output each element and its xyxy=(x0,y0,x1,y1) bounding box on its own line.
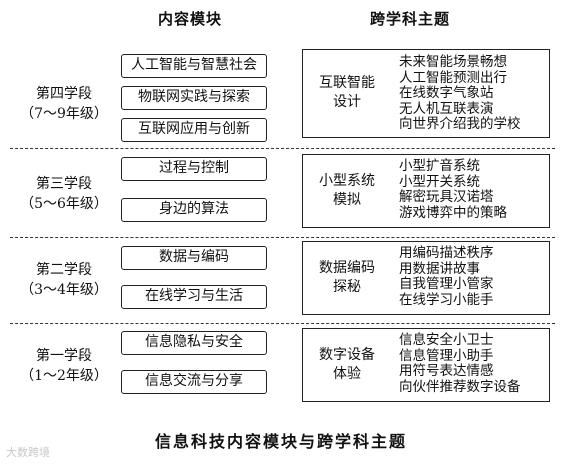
theme-name: 互联智能 设计 xyxy=(303,74,391,112)
module-box: 信息隐私与安全 xyxy=(121,331,267,355)
theme-name-line: 互联智能 xyxy=(319,75,375,91)
stage-divider xyxy=(10,323,555,324)
theme-name: 数据编码 探秘 xyxy=(303,259,391,297)
module-box: 人工智能与智慧社会 xyxy=(121,54,267,78)
topic-item: 自我管理小管家 xyxy=(399,276,494,292)
topic-item: 人工智能预测出行 xyxy=(399,69,507,86)
stage-name: 第三学段 xyxy=(36,176,92,192)
topic-list: 用编码描述秩序 用数据讲故事 自我管理小管家 在线学习小能手 xyxy=(399,245,494,308)
module-box: 信息交流与分享 xyxy=(121,370,267,394)
stage-divider xyxy=(10,237,555,238)
stage-grades: （1～2年级） xyxy=(20,368,108,384)
header-content-modules: 内容模块 xyxy=(158,10,223,28)
module-box: 过程与控制 xyxy=(121,157,267,181)
topic-item: 解密玩具汉诺塔 xyxy=(399,189,494,205)
stage-grades: （3～4年级） xyxy=(20,282,108,298)
figure-caption: 信息科技内容模块与跨学科主题 xyxy=(154,432,407,451)
theme-box: 数据编码 探秘 用编码描述秩序 用数据讲故事 自我管理小管家 在线学习小能手 xyxy=(302,241,550,315)
topic-item: 小型开关系统 xyxy=(399,173,480,190)
topic-item: 用编码描述秩序 xyxy=(399,245,494,261)
topic-item: 小型扩音系统 xyxy=(399,158,480,174)
theme-box: 小型系统 模拟 小型扩音系统 小型开关系统 解密玩具汉诺塔 游戏博弈中的策略 xyxy=(302,154,550,228)
stage-grades: （5～6年级） xyxy=(20,196,108,212)
topic-list: 小型扩音系统 小型开关系统 解密玩具汉诺塔 游戏博弈中的策略 xyxy=(399,158,507,221)
theme-name-line: 数据编码 xyxy=(319,260,375,276)
module-box: 数据与编码 xyxy=(121,246,267,270)
theme-name: 小型系统 模拟 xyxy=(303,172,391,210)
module-box: 身边的算法 xyxy=(121,198,267,222)
topic-item: 无人机互联表演 xyxy=(399,100,494,117)
topic-item: 用数据讲故事 xyxy=(399,260,480,277)
topic-item: 用符号表达情感 xyxy=(399,363,494,379)
theme-box: 互联智能 设计 未来智能场景畅想 人工智能预测出行 在线数字气象站 无人机互联表… xyxy=(302,49,550,138)
theme-name-line: 小型系统 xyxy=(319,173,375,189)
topic-list: 未来智能场景畅想 人工智能预测出行 在线数字气象站 无人机互联表演 向世界介绍我… xyxy=(399,54,521,133)
stage-name: 第二学段 xyxy=(36,262,92,278)
topic-item: 在线学习小能手 xyxy=(399,291,494,308)
topic-item: 向世界介绍我的学校 xyxy=(399,116,521,132)
topic-item: 信息管理小助手 xyxy=(399,347,494,364)
stage-grades: （7～9年级） xyxy=(20,106,108,122)
topic-item: 在线数字气象站 xyxy=(399,85,494,101)
topic-item: 信息安全小卫士 xyxy=(399,332,494,348)
topic-item: 未来智能场景畅想 xyxy=(399,54,507,70)
topic-item: 向伙伴推荐数字设备 xyxy=(399,378,521,395)
stage-name: 第四学段 xyxy=(36,86,92,102)
stage-label: 第一学段 （1～2年级） xyxy=(14,346,114,386)
theme-name: 数字设备 体验 xyxy=(303,346,391,384)
module-box: 物联网实践与探索 xyxy=(121,86,267,110)
stage-label: 第三学段 （5～6年级） xyxy=(14,174,114,214)
module-box: 在线学习与生活 xyxy=(121,285,267,309)
stage-label: 第四学段 （7～9年级） xyxy=(14,84,114,124)
module-box: 互联网应用与创新 xyxy=(121,118,267,142)
stage-label: 第二学段 （3～4年级） xyxy=(14,260,114,300)
theme-name-line: 体验 xyxy=(333,366,361,382)
stage-name: 第一学段 xyxy=(36,348,92,364)
topic-list: 信息安全小卫士 信息管理小助手 用符号表达情感 向伙伴推荐数字设备 xyxy=(399,332,521,395)
topic-item: 游戏博弈中的策略 xyxy=(399,204,507,221)
theme-name-line: 模拟 xyxy=(333,192,361,208)
theme-name-line: 设计 xyxy=(333,94,361,110)
watermark: 大数跨境 xyxy=(6,446,50,459)
theme-name-line: 数字设备 xyxy=(319,347,375,363)
theme-name-line: 探秘 xyxy=(333,279,361,295)
stage-divider xyxy=(10,148,555,149)
header-interdisciplinary-themes: 跨学科主题 xyxy=(370,10,451,28)
theme-box: 数字设备 体验 信息安全小卫士 信息管理小助手 用符号表达情感 向伙伴推荐数字设… xyxy=(302,328,550,402)
